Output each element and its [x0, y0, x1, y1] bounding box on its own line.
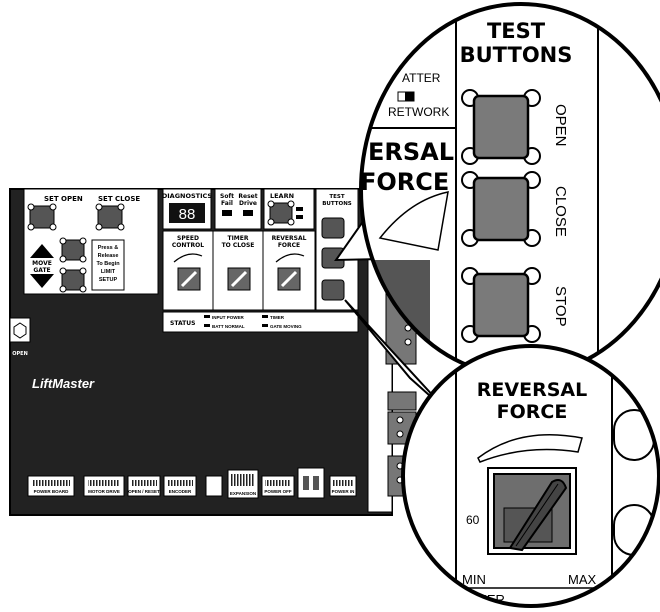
connector-label: POWER IN [332, 489, 355, 494]
set-close-button[interactable] [95, 203, 125, 231]
partial-text: FORCE [360, 168, 449, 196]
timer-close-label: TIMER [227, 235, 248, 242]
speed-control-label: SPEED [177, 235, 199, 242]
force-arc-icon [477, 433, 583, 463]
timer-close-label-2: TO CLOSE [222, 242, 255, 249]
note-line: Release [98, 253, 119, 259]
zoom-title-buttons: BUTTONS [460, 43, 573, 67]
arrow-down-icon [30, 274, 54, 288]
test-open-button[interactable] [321, 217, 345, 239]
min-label: MIN [462, 572, 486, 587]
soft-fail-led [222, 210, 232, 216]
main-board: SET OPEN SET CLOSE MOVE GATE [9, 188, 417, 516]
note-line: LIMIT [101, 269, 116, 275]
reversal-force-zoom: REVERSAL FORCE 60 MIN MAX MER [401, 344, 660, 608]
set-close-label: SET CLOSE [98, 195, 140, 203]
display-digits: 88 [179, 206, 196, 223]
reversal-force-knob[interactable] [487, 467, 577, 555]
fault-panel [214, 188, 262, 230]
close-label: CLOSE [552, 186, 569, 237]
partial-text: RETWORK [388, 105, 449, 119]
reversal-force-label-2: FORCE [278, 242, 300, 249]
status-item: BATT NORMAL [212, 324, 245, 329]
diagnostic-display [169, 203, 205, 223]
diagnostics-label: DIAGNOSTICS [162, 192, 213, 200]
reversal-force-label: REVERSAL [272, 235, 307, 242]
open-terminal-label: OPEN [12, 351, 28, 357]
move-gate-label-2: GATE [33, 267, 50, 274]
partial-text: ERSAL [368, 138, 454, 166]
set-open-label: SET OPEN [44, 195, 83, 203]
open-label: OPEN [552, 104, 569, 147]
brand-logo-text: LiftMaster [32, 376, 95, 391]
connector-label: ENCODER [169, 489, 192, 494]
speed-control-label-2: CONTROL [172, 242, 204, 249]
connector-label: POWER BOARD [34, 489, 70, 494]
arrow-up-icon [30, 244, 54, 258]
move-up-button[interactable] [59, 237, 87, 263]
note-line: SETUP [99, 277, 118, 283]
connector-label: OPEN / RESET [128, 489, 160, 494]
connector-label: EXPANSION [230, 491, 256, 496]
status-item: TIMER [270, 315, 285, 320]
scale-number: 60 [466, 513, 480, 527]
status-strip [162, 311, 359, 333]
zoom-title-reversal: REVERSAL [477, 379, 587, 401]
status-item: GATE MOVING [270, 324, 302, 329]
stop-label: STOP [552, 286, 569, 327]
note-line: To Begin [96, 261, 120, 267]
reset-drive-led [243, 210, 253, 216]
set-open-button[interactable] [27, 203, 57, 231]
move-down-button[interactable] [59, 267, 87, 293]
test-label: TEST [329, 194, 344, 200]
move-gate-label: MOVE [32, 260, 52, 267]
nut-icon [13, 322, 27, 339]
zoom-close-button[interactable] [461, 171, 541, 247]
test-label-2: BUTTONS [322, 201, 352, 207]
learn-label: LEARN [270, 192, 294, 200]
status-item: INPUT POWER [212, 315, 245, 320]
zoom-title-force: FORCE [497, 401, 568, 423]
test-stop-button[interactable] [321, 279, 345, 301]
connector-label: POWER OFF [264, 489, 291, 494]
speed-knob[interactable] [177, 267, 201, 291]
status-label: STATUS [170, 320, 195, 327]
limit-setup-note [91, 239, 125, 291]
reset-drive-label: Reset [238, 193, 257, 200]
connector-label: MOTOR DRIVE [88, 489, 120, 494]
reversal-knob[interactable] [277, 267, 301, 291]
reset-drive-label-2: Drive [239, 200, 257, 207]
soft-fail-label: Soft [220, 193, 234, 200]
learn-button[interactable] [267, 200, 295, 226]
timer-knob[interactable] [227, 267, 251, 291]
zoom-title-test: TEST [487, 19, 546, 43]
max-label: MAX [568, 572, 597, 587]
partial-text: ATTER [402, 71, 441, 85]
zoom-stop-button[interactable] [461, 267, 541, 343]
note-line: Press & [98, 245, 119, 251]
connector-row: POWER BOARD MOTOR DRIVE OPEN / RESET ENC… [27, 467, 357, 499]
soft-fail-label-2: Fail [221, 200, 233, 207]
zoom-open-button[interactable] [461, 89, 541, 165]
